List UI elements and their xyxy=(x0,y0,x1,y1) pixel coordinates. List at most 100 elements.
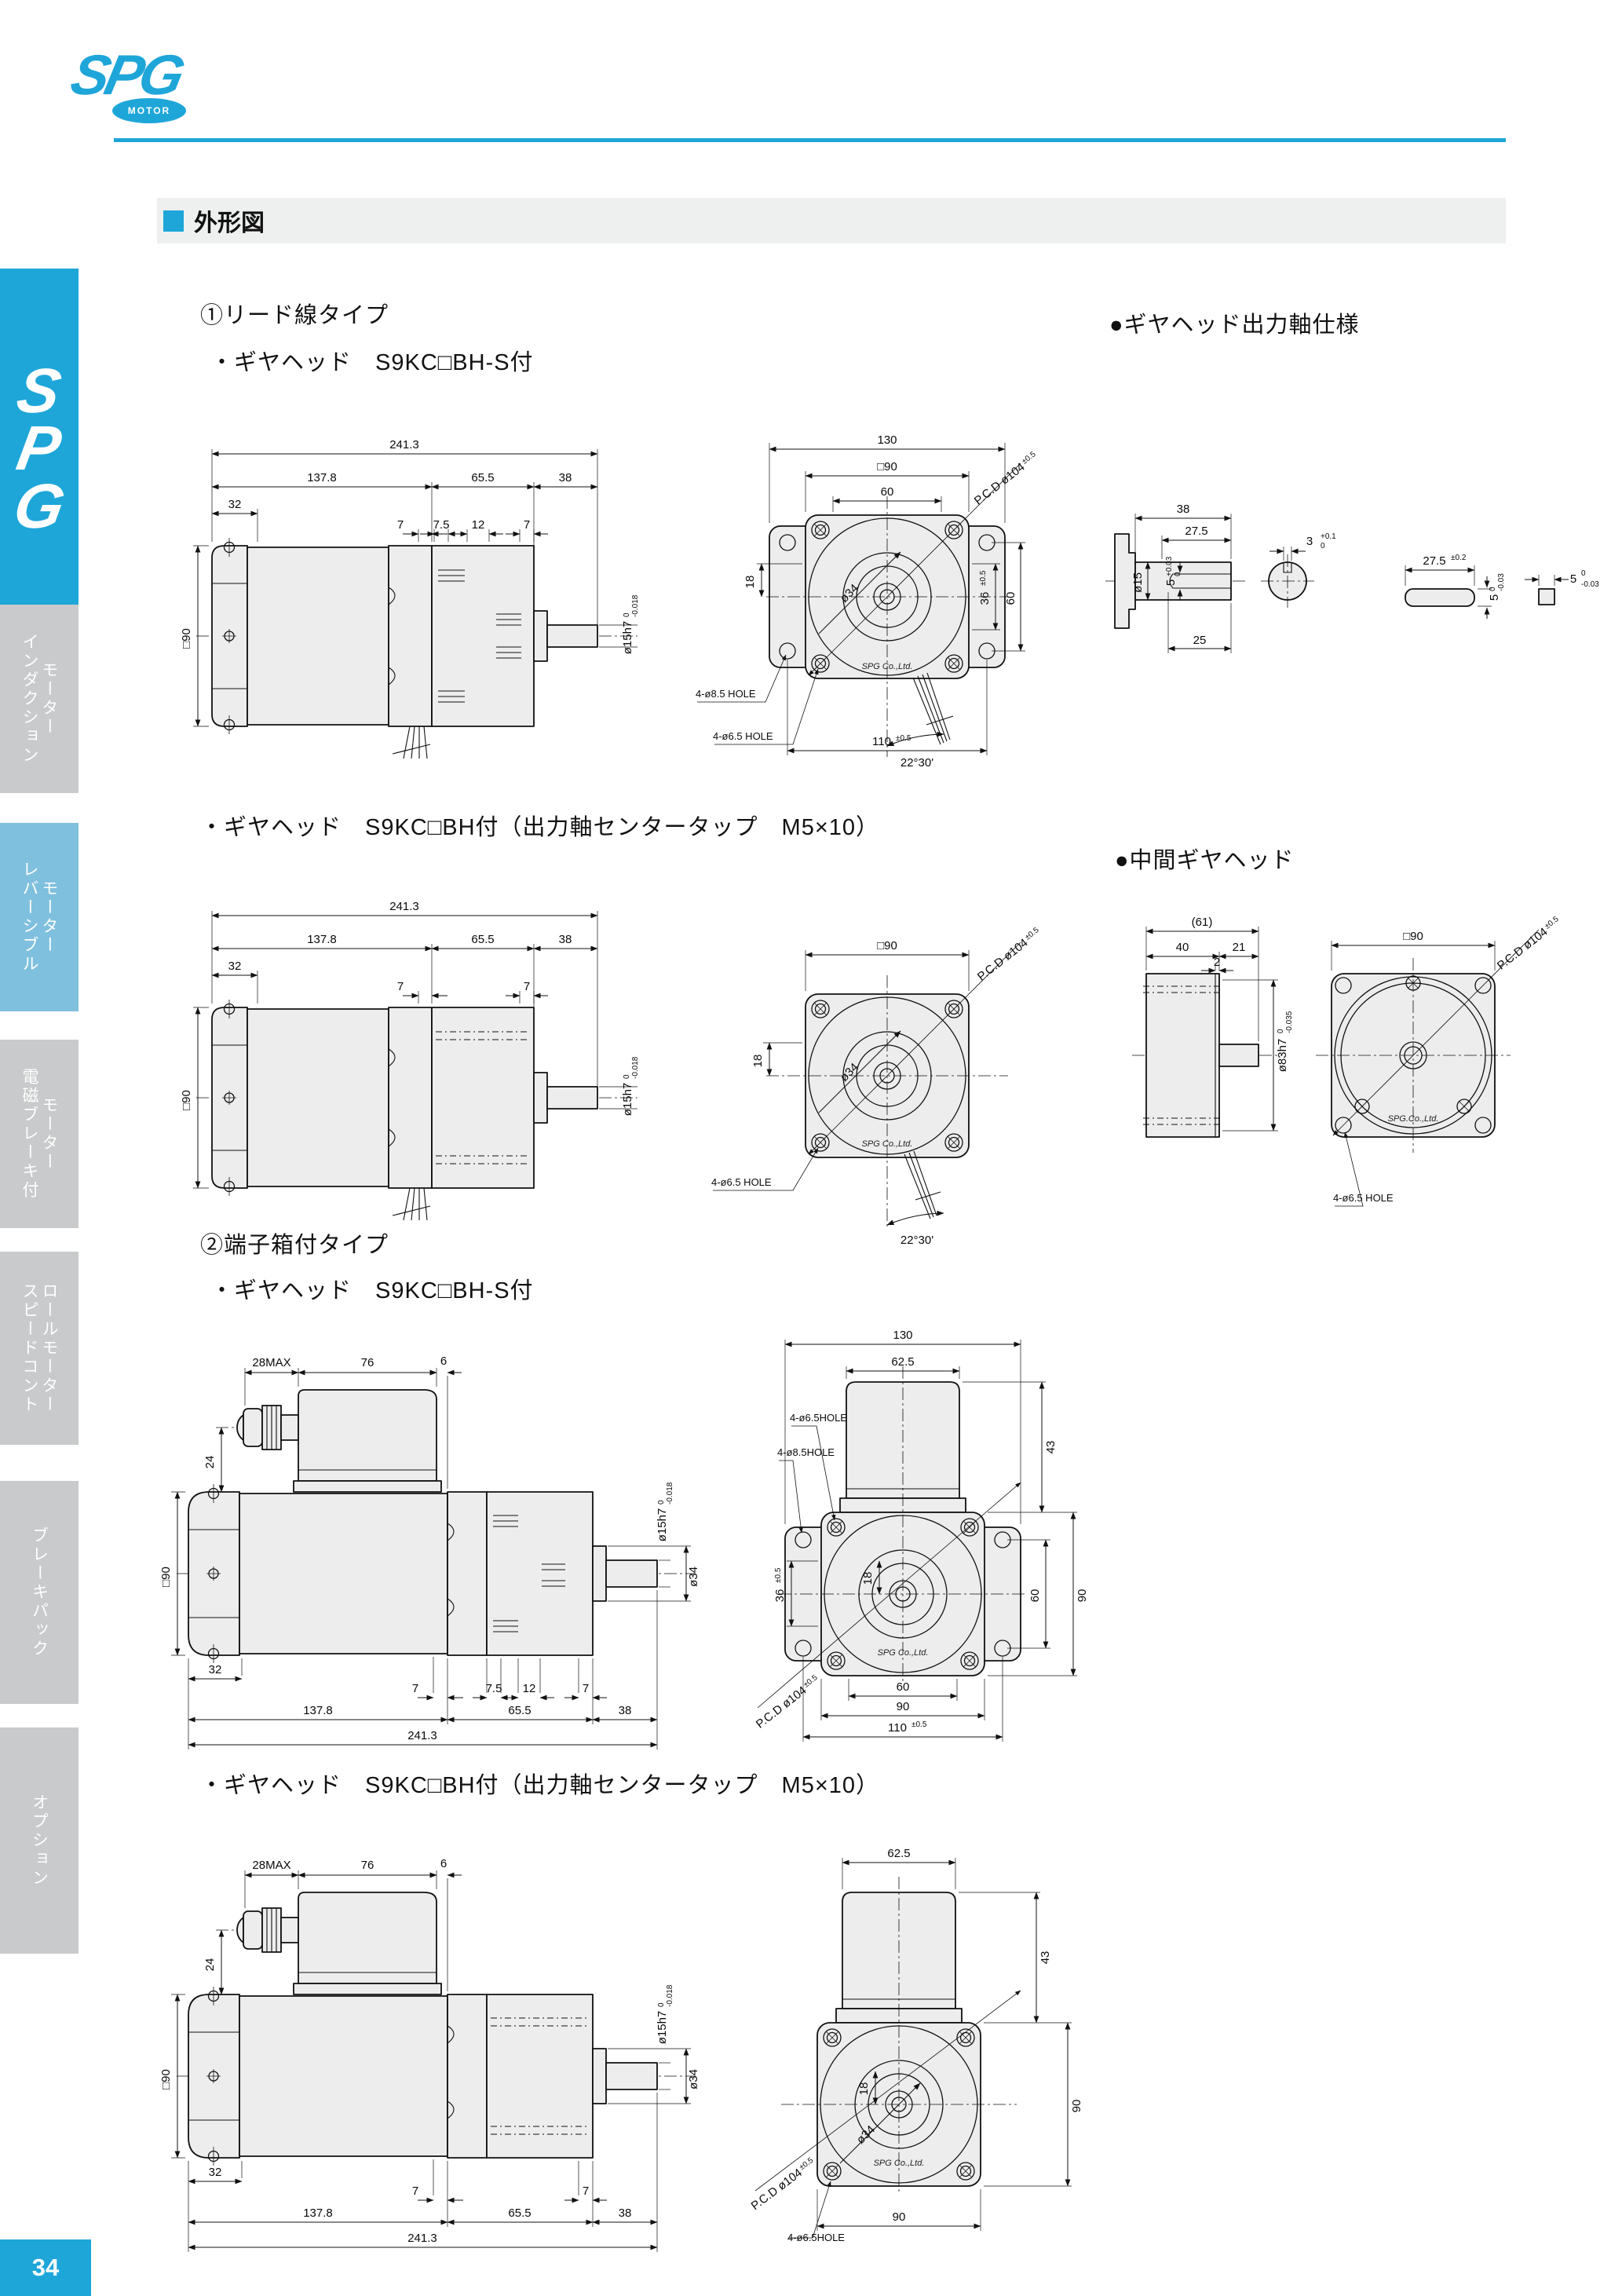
sidebar-tab-brake-pack[interactable]: ブレーキパック xyxy=(0,1481,79,1704)
dim-p1: 7 xyxy=(397,980,404,993)
dim-square90: □90 xyxy=(180,628,193,649)
brand-letter: P xyxy=(12,413,67,484)
dim-b60: 60 xyxy=(897,1680,910,1694)
heading-lead-wire-type: ①リード線タイプ xyxy=(200,303,389,328)
svg-text:±0.5: ±0.5 xyxy=(896,734,911,743)
dim-overall: 241.3 xyxy=(407,1729,437,1742)
dim-18: 18 xyxy=(857,2082,871,2096)
dim-rear: 32 xyxy=(228,498,242,511)
label-65hole: 4-ø6.5 HOLE xyxy=(711,1176,772,1188)
svg-text:36: 36 xyxy=(978,592,992,605)
svg-text:ø15: ø15 xyxy=(1131,572,1145,593)
dim-60v: 60 xyxy=(1028,1589,1042,1603)
svg-text:-0.03: -0.03 xyxy=(1497,573,1506,591)
dim-boxh: 43 xyxy=(1039,1951,1052,1965)
svg-text:5: 5 xyxy=(1164,579,1178,586)
svg-text:18: 18 xyxy=(743,576,757,589)
screw-marks xyxy=(222,538,236,734)
svg-text:60: 60 xyxy=(1028,1589,1042,1603)
dim-square: □90 xyxy=(877,460,897,473)
logo-sub: MOTOR xyxy=(127,105,171,116)
dim-18: 18 xyxy=(743,576,757,589)
logo-motor-ellipse: MOTOR xyxy=(110,96,188,126)
dim-pcd: P.C.D ø104±0.5 xyxy=(975,926,1041,984)
dim-p1: 7 xyxy=(412,1682,418,1695)
screw-marks xyxy=(222,1000,236,1196)
dim-gland: 28MAX xyxy=(252,1859,290,1872)
svg-text:90: 90 xyxy=(1070,2100,1083,2113)
dim-p3: 12 xyxy=(472,518,485,532)
dim-square90: □90 xyxy=(159,1567,173,1587)
dim-24: 24 xyxy=(203,1456,217,1469)
svg-text:-0.03: -0.03 xyxy=(1581,580,1599,589)
sidebar-tab-brake-motor[interactable]: モーター電磁ブレーキ付 xyxy=(0,1040,79,1228)
sidebar-tab-reversible-motor[interactable]: モーターレバーシブル xyxy=(0,823,79,1011)
svg-text:ø15h7: ø15h7 xyxy=(621,1083,634,1117)
svg-text:0: 0 xyxy=(623,612,631,617)
label-65hole: 4-ø6.5HOLE xyxy=(787,2232,845,2243)
dim-angle: 22°30' xyxy=(901,1234,933,1247)
svg-text:60: 60 xyxy=(1004,592,1017,605)
dim-pcd: P.C.D ø104±0.5 xyxy=(972,450,1038,508)
svg-text:0: 0 xyxy=(1277,1029,1285,1033)
dim-square: □90 xyxy=(1403,930,1423,943)
blue-square-bullet-icon xyxy=(163,210,184,232)
sidebar-brand-block: S P G xyxy=(0,269,79,628)
header-rule xyxy=(114,138,1506,142)
dim-overall: 241.3 xyxy=(407,2232,437,2245)
drawing-leadwire-bhs-side: 241.3 137.8 65.5 38 32 7 7.5 12 7 □90 ø1… xyxy=(180,438,640,759)
svg-text:+0.03: +0.03 xyxy=(1165,556,1174,576)
brand-letter: G xyxy=(9,470,71,541)
dim-60v: 60 xyxy=(1004,592,1017,605)
dim-2: 2 xyxy=(1214,956,1220,969)
dim-box: 76 xyxy=(361,1356,374,1369)
heading-output-shaft-spec: ●ギヤヘッド出力軸仕様 xyxy=(1109,313,1360,338)
heading-gearhead-bhs: ・ギヤヘッド S9KC□BH-S付 xyxy=(210,350,534,375)
dim-keyh: 50-0.03 xyxy=(1488,573,1506,601)
dim-key3: 3 xyxy=(1306,535,1313,548)
label-65hole: 4-ø6.5 HOLE xyxy=(713,730,773,742)
brand-stamp: SPG Co.,Ltd. xyxy=(862,1139,913,1149)
svg-text:18: 18 xyxy=(857,2082,871,2096)
dim-p1: 7 xyxy=(397,518,404,532)
dim-b110: 110 xyxy=(888,1721,907,1735)
dim-motor: 137.8 xyxy=(303,2206,333,2220)
svg-text:0: 0 xyxy=(1321,542,1325,550)
svg-text:-0.018: -0.018 xyxy=(631,594,640,617)
dim-square90: □90 xyxy=(159,2069,173,2089)
brand-stamp: SPG Co.,Ltd. xyxy=(874,2159,925,2168)
terminal-box xyxy=(236,1892,442,1995)
dim-18: 18 xyxy=(861,1572,875,1585)
sidebar-tab-induction-motor[interactable]: モーターインダクション xyxy=(0,605,79,793)
dim-90v: 90 xyxy=(1070,2100,1083,2113)
svg-text:0: 0 xyxy=(657,2002,666,2007)
sidebar-tab-option[interactable]: オプション xyxy=(0,1727,79,1954)
svg-text:18: 18 xyxy=(861,1572,875,1585)
dim-p4: 7 xyxy=(524,980,530,993)
svg-text:-0.018: -0.018 xyxy=(666,1482,674,1504)
lead-wires xyxy=(904,1150,937,1219)
svg-text:43: 43 xyxy=(1039,1951,1052,1965)
sidebar-tab-roll-motor-speed-control[interactable]: ロールモータースピードコント xyxy=(0,1252,79,1445)
dim-boxw: 62.5 xyxy=(891,1355,914,1369)
dim-boss34: ø34 xyxy=(687,2069,700,2089)
heading-terminal-gearhead-bhs: ・ギヤヘッド S9KC□BH-S付 xyxy=(210,1278,534,1303)
dim-motor: 137.8 xyxy=(303,1704,333,1717)
svg-text:ø83h7: ø83h7 xyxy=(1276,1039,1289,1073)
svg-text:ø34: ø34 xyxy=(687,2069,700,2089)
dim-6: 6 xyxy=(440,1355,447,1368)
dim-shaft: 38 xyxy=(559,471,572,484)
dim-gear: 65.5 xyxy=(508,2206,531,2220)
dim-overall: 241.3 xyxy=(389,438,419,452)
svg-text:±0.2: ±0.2 xyxy=(1451,554,1467,562)
shaft-end-view: 3+0.10 xyxy=(1261,532,1336,608)
dim-angle: 22°30' xyxy=(901,756,933,770)
svg-text:P.C.D ø104: P.C.D ø104 xyxy=(754,1684,809,1731)
